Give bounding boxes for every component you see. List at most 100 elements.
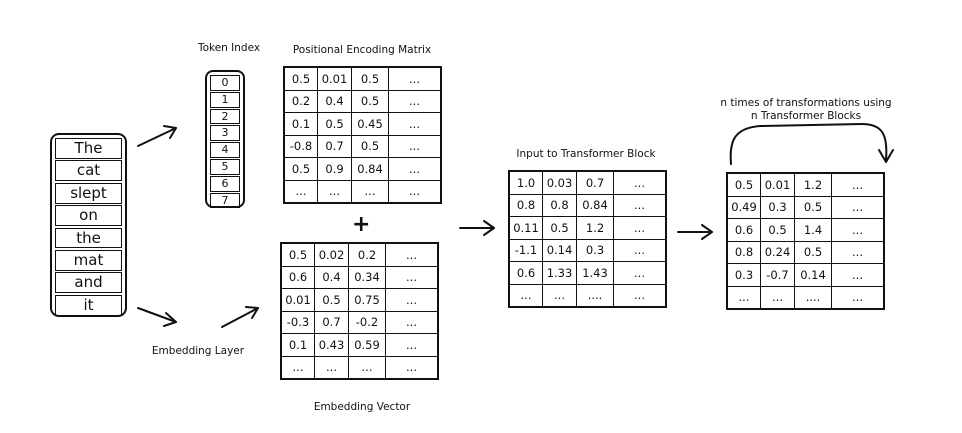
matrix-cell: -0.2 (348, 310, 386, 334)
input-to-block-label: Input to Transformer Block (516, 148, 656, 160)
matrix-cell: 1.4 (794, 218, 832, 242)
matrix-cell: ... (831, 218, 885, 242)
matrix-cell: ... (388, 157, 442, 181)
matrix-cell: 0.5 (351, 89, 389, 113)
matrix-cell: 0.8 (726, 240, 761, 264)
token-cell: and (55, 272, 122, 294)
matrix-cell: 0.84 (351, 157, 389, 181)
token-cell: it (55, 294, 122, 316)
matrix-cell: 0.01 (760, 172, 795, 197)
matrix-cell: 0.5 (283, 66, 318, 91)
matrix-cell: 0.03 (542, 170, 577, 195)
matrix-cell: 0.9 (317, 157, 352, 181)
matrix-cell: ... (831, 285, 885, 310)
matrix-cell: 1.0 (508, 170, 543, 195)
matrix-row: ............. (726, 285, 885, 310)
matrix-cell: ... (613, 238, 667, 262)
matrix-cell: 0.2 (348, 242, 386, 267)
matrix-cell: ... (388, 66, 442, 91)
matrix-cell: ... (388, 134, 442, 158)
token-index-cell: 3 (210, 125, 240, 142)
matrix-cell: 0.01 (317, 66, 352, 91)
matrix-cell: ... (831, 195, 885, 219)
matrix-cell: 0.02 (314, 242, 349, 267)
arrow-head-icon (163, 312, 177, 327)
token-index-cell: 1 (210, 91, 240, 108)
matrix-cell: 0.5 (794, 240, 832, 264)
matrix-cell: 0.4 (317, 89, 352, 113)
n-times-label-line2: n Transformer Blocks (750, 110, 862, 122)
matrix-cell: ... (388, 112, 442, 136)
matrix-cell: 0.14 (542, 238, 577, 262)
matrix-cell: 0.84 (576, 193, 614, 217)
matrix-cell: ... (613, 216, 667, 240)
loop-arrow (729, 123, 888, 165)
matrix-cell: 1.43 (576, 261, 614, 285)
arrow-head-icon (701, 224, 713, 240)
token-cell: mat (55, 249, 122, 271)
matrix-cell: 0.7 (576, 170, 614, 195)
matrix-cell: -0.8 (283, 134, 318, 158)
matrix-cell: .... (794, 285, 832, 310)
arrow-head-icon (245, 306, 259, 319)
matrix-cell: 0.5 (314, 288, 349, 312)
matrix-cell: 0.5 (280, 242, 315, 267)
token-index-cell: 4 (210, 142, 240, 158)
matrix-cell: 1.2 (794, 172, 832, 197)
matrix-row: ............ (283, 179, 442, 204)
token-cell: The (55, 138, 122, 159)
matrix-cell: 1.33 (542, 261, 577, 285)
token-cell: cat (55, 160, 122, 182)
matrix-cell: 0.4 (314, 265, 349, 289)
arrow-to-embedding-matrix (221, 307, 259, 328)
matrix-cell: 1.2 (576, 216, 614, 240)
matrix-cell: ... (760, 285, 795, 310)
embedding-vector-label: Embedding Vector (313, 401, 411, 413)
matrix-cell: ... (385, 355, 439, 380)
matrix-row: ............ (280, 355, 439, 380)
matrix-cell: ... (280, 355, 315, 380)
matrix-cell: 0.5 (351, 66, 389, 91)
token-cell: on (55, 205, 122, 227)
matrix-cell: 0.59 (348, 333, 386, 357)
arrow-to-embedding-layer (137, 307, 177, 323)
token-index-cell: 6 (210, 175, 240, 192)
matrix-cell: ... (348, 355, 386, 380)
token-index-cell: 7 (210, 192, 240, 209)
token-index-cell: 2 (210, 108, 240, 125)
matrix-cell: ... (351, 179, 389, 204)
matrix-row: ............. (508, 283, 667, 308)
matrix-cell: ... (317, 179, 352, 204)
matrix-cell: 0.8 (542, 193, 577, 217)
matrix-cell: 0.45 (351, 112, 389, 136)
matrix-cell: ... (831, 172, 885, 197)
positional-encoding-label: Positional Encoding Matrix (292, 44, 432, 56)
matrix-cell: .... (576, 283, 614, 308)
token-cell: the (55, 227, 122, 249)
matrix-cell: 0.6 (726, 218, 761, 242)
matrix-cell: ... (385, 265, 439, 289)
token-index-cell: 0 (210, 75, 240, 91)
matrix-cell: 0.5 (794, 195, 832, 219)
matrix-cell: ... (385, 242, 439, 267)
token-cell: slept (55, 182, 122, 204)
